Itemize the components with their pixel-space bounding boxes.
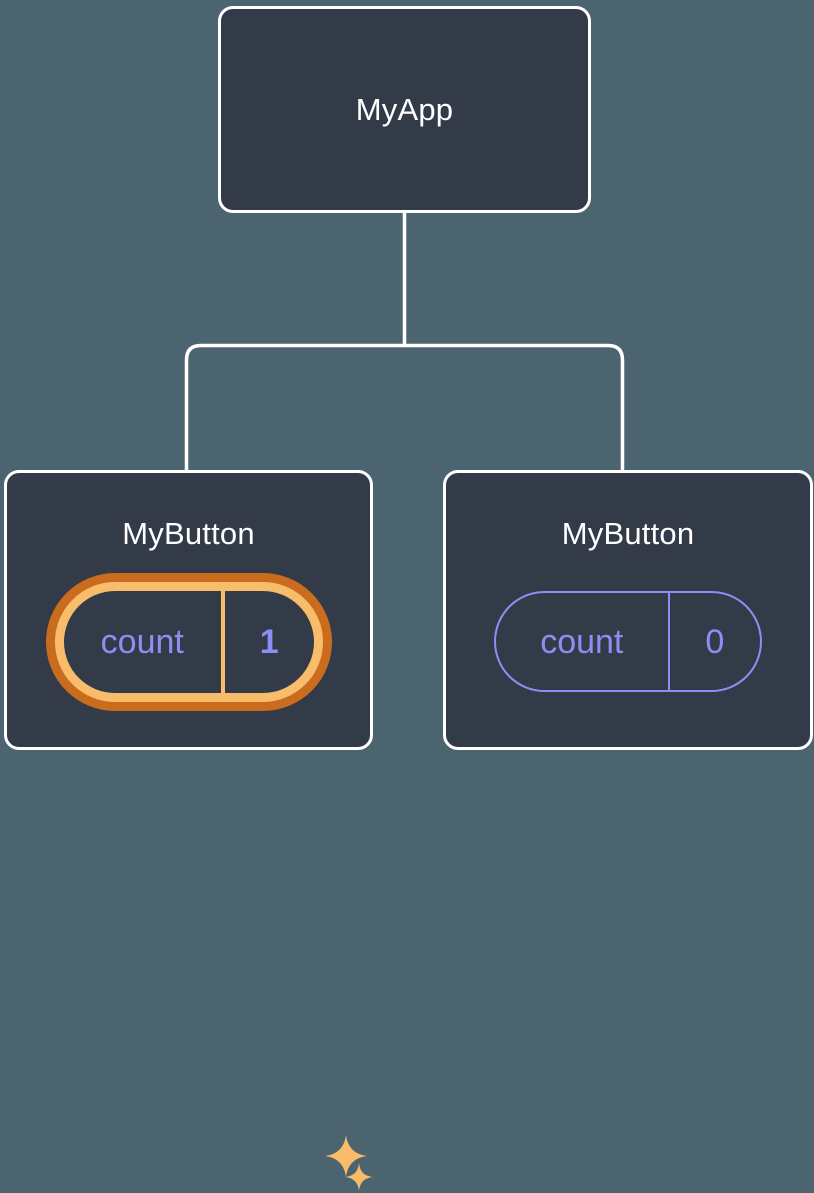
tree-node-child-1[interactable]: MyButton count 0: [443, 470, 813, 750]
connector-bracket: [184, 343, 625, 472]
node-child-0-label: MyButton: [122, 516, 255, 551]
state-pill-wrap-1: count 0: [446, 591, 810, 692]
component-tree-diagram: MyApp MyButton count 1 MyButt: [4, 6, 813, 1191]
node-child-1-label: MyButton: [561, 516, 695, 551]
sparkle-icon-small: [345, 1163, 373, 1191]
state-key: count: [496, 593, 670, 690]
state-pill-plain[interactable]: count 0: [494, 591, 762, 692]
tree-connectors: [184, 212, 625, 472]
node-root-label: MyApp: [355, 92, 454, 127]
state-pill-wrap-0: count 1: [7, 573, 373, 1191]
tree-node-root[interactable]: MyApp: [218, 6, 591, 213]
state-value: 1: [259, 623, 279, 661]
state-value: 0: [705, 622, 725, 661]
sparkle-icon-large: [325, 1135, 367, 1177]
state-pill-highlighted[interactable]: count 1: [45, 573, 332, 711]
tree-node-child-0[interactable]: MyButton count 1: [4, 470, 373, 1191]
state-key: count: [64, 591, 225, 693]
state-pill-inner: count 1: [63, 591, 314, 693]
